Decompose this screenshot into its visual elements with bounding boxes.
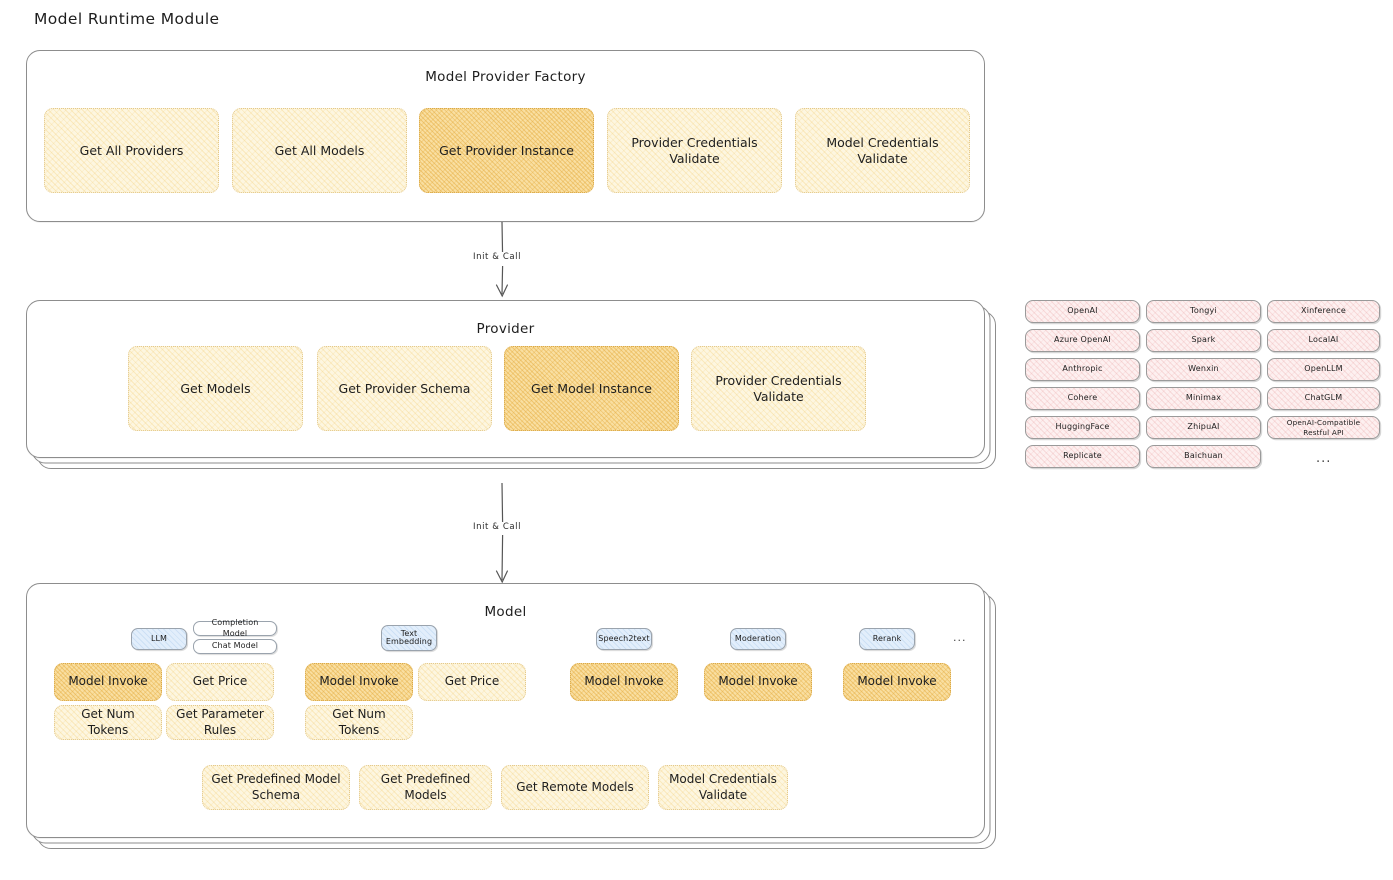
model-type-tag-llm[interactable]: LLM: [131, 628, 187, 650]
node-get-models[interactable]: Get Models: [128, 346, 303, 431]
model-subtag-chat-model[interactable]: Chat Model: [193, 639, 277, 654]
node-text-embedding-get-price[interactable]: Get Price: [418, 663, 526, 701]
model-type-tag-speech2text[interactable]: Speech2text: [596, 628, 652, 650]
provider-chip-minimax[interactable]: Minimax: [1146, 387, 1261, 410]
node-rerank-model-invoke[interactable]: Model Invoke: [843, 663, 951, 701]
arrow-provider-to-model: Init & Call: [462, 482, 582, 588]
provider-chip-openai-compatible-restful-api[interactable]: OpenAI-Compatible Restful API: [1267, 416, 1380, 439]
panel-title-model: Model: [484, 604, 527, 620]
node-speech2text-model-invoke[interactable]: Model Invoke: [570, 663, 678, 701]
provider-chip-replicate[interactable]: Replicate: [1025, 445, 1140, 468]
provider-chip-zhipuai[interactable]: ZhipuAI: [1146, 416, 1261, 439]
node-get-predefined-models[interactable]: Get Predefined Models: [359, 765, 492, 810]
node-get-model-instance[interactable]: Get Model Instance: [504, 346, 679, 431]
panel-title-factory: Model Provider Factory: [425, 69, 586, 85]
arrow-icon: [495, 482, 508, 584]
arrow-label-init-call-2: Init & Call: [470, 522, 525, 532]
node-llm-model-invoke[interactable]: Model Invoke: [54, 663, 162, 701]
provider-chip-xinference[interactable]: Xinference: [1267, 300, 1380, 323]
provider-chip-localai[interactable]: LocalAI: [1267, 329, 1380, 352]
node-model-credentials-validate[interactable]: Model Credentials Validate: [795, 108, 970, 193]
model-types-more: ...: [953, 631, 967, 644]
node-llm-get-num-tokens[interactable]: Get Num Tokens: [54, 705, 162, 740]
model-type-tag-rerank[interactable]: Rerank: [859, 628, 915, 650]
diagram-title: Model Runtime Module: [34, 10, 220, 28]
provider-chip-spark[interactable]: Spark: [1146, 329, 1261, 352]
node-llm-get-price[interactable]: Get Price: [166, 663, 274, 701]
node-llm-get-parameter-rules[interactable]: Get Parameter Rules: [166, 705, 274, 740]
panel-model: Model LLM Completion Model Chat Model Mo…: [26, 583, 996, 849]
node-get-remote-models[interactable]: Get Remote Models: [501, 765, 649, 810]
provider-chip-baichuan[interactable]: Baichuan: [1146, 445, 1261, 468]
provider-list: OpenAI Azure OpenAI Anthropic Cohere Hug…: [1025, 300, 1380, 475]
provider-chip-anthropic[interactable]: Anthropic: [1025, 358, 1140, 381]
node-get-provider-schema[interactable]: Get Provider Schema: [317, 346, 492, 431]
arrow-factory-to-provider: Init & Call: [462, 221, 582, 302]
panel-provider: Provider Get Models Get Provider Schema …: [26, 300, 996, 469]
node-moderation-model-invoke[interactable]: Model Invoke: [704, 663, 812, 701]
provider-chip-openai[interactable]: OpenAI: [1025, 300, 1140, 323]
node-provider-credentials-validate[interactable]: Provider Credentials Validate: [691, 346, 866, 431]
provider-chip-cohere[interactable]: Cohere: [1025, 387, 1140, 410]
model-type-tag-moderation[interactable]: Moderation: [730, 628, 786, 650]
provider-chip-wenxin[interactable]: Wenxin: [1146, 358, 1261, 381]
provider-chip-huggingface[interactable]: HuggingFace: [1025, 416, 1140, 439]
model-subtag-completion-model[interactable]: Completion Model: [193, 618, 277, 638]
provider-chip-chatglm[interactable]: ChatGLM: [1267, 387, 1380, 410]
node-model-credentials-validate[interactable]: Model Credentials Validate: [658, 765, 788, 810]
provider-list-more: ...: [1316, 451, 1332, 466]
provider-chip-azure-openai[interactable]: Azure OpenAI: [1025, 329, 1140, 352]
arrow-label-init-call-1: Init & Call: [470, 252, 525, 262]
node-provider-credentials-validate[interactable]: Provider Credentials Validate: [607, 108, 782, 193]
provider-chip-tongyi[interactable]: Tongyi: [1146, 300, 1261, 323]
node-get-provider-instance[interactable]: Get Provider Instance: [419, 108, 594, 193]
node-text-embedding-model-invoke[interactable]: Model Invoke: [305, 663, 413, 701]
node-get-all-models[interactable]: Get All Models: [232, 108, 407, 193]
arrow-icon: [495, 221, 508, 298]
node-get-all-providers[interactable]: Get All Providers: [44, 108, 219, 193]
model-type-tag-text-embedding[interactable]: Text Embedding: [381, 625, 437, 651]
node-text-embedding-get-num-tokens[interactable]: Get Num Tokens: [305, 705, 413, 740]
provider-chip-openllm[interactable]: OpenLLM: [1267, 358, 1380, 381]
panel-model-provider-factory: Model Provider Factory Get All Providers…: [26, 50, 985, 222]
panel-title-provider: Provider: [476, 321, 535, 337]
node-get-predefined-model-schema[interactable]: Get Predefined Model Schema: [202, 765, 350, 810]
